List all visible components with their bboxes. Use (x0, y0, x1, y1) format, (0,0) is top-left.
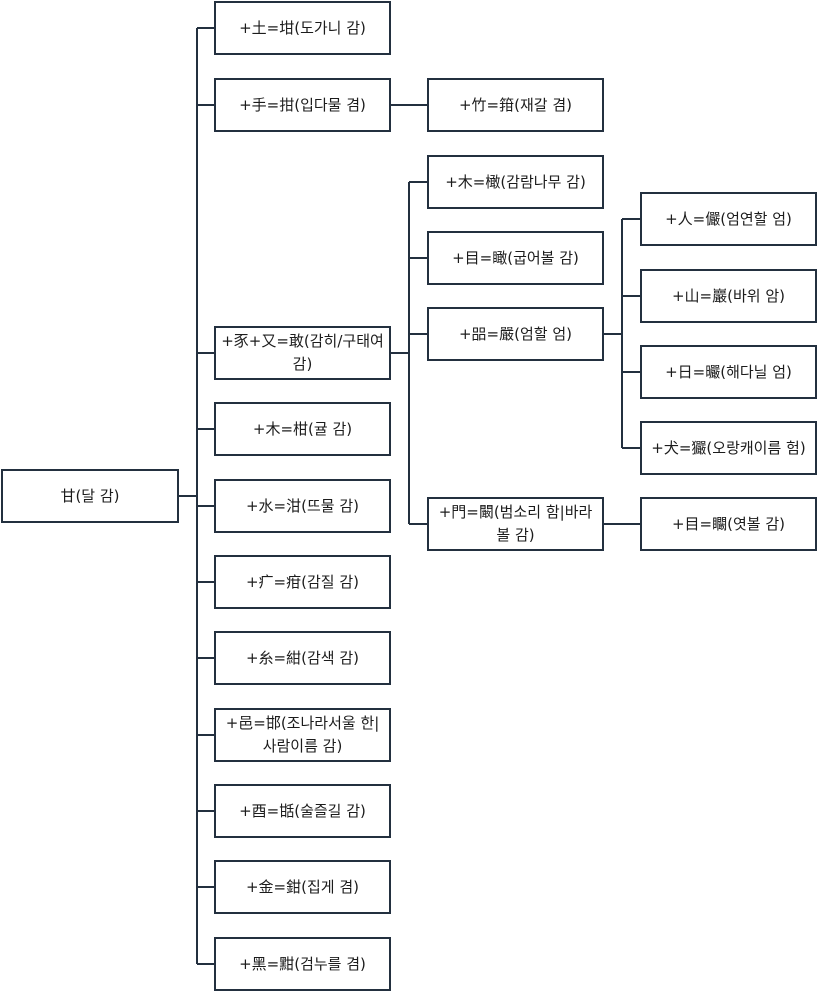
node-n2[interactable]: +手=拑(입다물 겸) (214, 78, 391, 132)
node-n3a[interactable]: +木=橄(감람나무 감) (427, 155, 604, 209)
node-n3c4[interactable]: +犬=玁(오랑캐이름 험) (640, 421, 817, 475)
node-label: +竹=箝(재갈 겸) (458, 95, 572, 114)
node-n3c2[interactable]: +山=巖(바위 암) (640, 269, 817, 323)
node-label: +犬=玁(오랑캐이름 험) (651, 438, 806, 457)
node-label: +目=矙(엿볼 감) (671, 514, 785, 533)
node-n3[interactable]: +豕+又=敢(감히/구태여 감) (214, 326, 391, 380)
node-n1[interactable]: +土=坩(도가니 감) (214, 1, 391, 55)
node-n2a[interactable]: +竹=箝(재갈 겸) (427, 78, 604, 132)
node-label: +金=鉗(집게 겸) (245, 877, 359, 896)
node-label: +人=儼(엄연할 엄) (665, 209, 792, 228)
node-n9[interactable]: +酉=甛(술즐길 감) (214, 784, 391, 838)
node-label: 甘(달 감) (60, 486, 120, 505)
node-label: +木=橄(감람나무 감) (445, 172, 586, 191)
node-label: +糸=紺(감색 감) (245, 648, 359, 667)
node-label: +豕+又=敢(감히/구태여 감) (221, 332, 384, 373)
node-n7[interactable]: +糸=紺(감색 감) (214, 631, 391, 685)
node-label: +手=拑(입다물 겸) (239, 95, 366, 114)
node-label: +日=曮(해다닐 엄) (665, 362, 792, 381)
node-n3c1[interactable]: +人=儼(엄연할 엄) (640, 192, 817, 246)
node-label: +黑=黚(검누를 겸) (239, 954, 366, 973)
node-n11[interactable]: +黑=黚(검누를 겸) (214, 937, 391, 991)
node-label: +山=巖(바위 암) (671, 286, 785, 305)
node-label: +水=泔(뜨물 감) (245, 496, 359, 515)
node-label: +疒=疳(감질 감) (245, 572, 359, 591)
node-n3d1[interactable]: +目=矙(엿볼 감) (640, 497, 817, 551)
node-n5[interactable]: +水=泔(뜨물 감) (214, 479, 391, 533)
node-label: +土=坩(도가니 감) (239, 18, 366, 37)
node-n6[interactable]: +疒=疳(감질 감) (214, 555, 391, 609)
node-n3d[interactable]: +門=闞(범소리 함|바라볼 감) (427, 497, 604, 551)
node-n8[interactable]: +邑=邯(조나라서울 한|사람이름 감) (214, 708, 391, 762)
root-node[interactable]: 甘(달 감) (1, 469, 179, 523)
node-n3b[interactable]: +目=瞰(굽어볼 감) (427, 231, 604, 285)
node-label: +酉=甛(술즐길 감) (239, 801, 366, 820)
node-label: +門=闞(범소리 함|바라볼 감) (438, 503, 593, 544)
node-label: +邑=邯(조나라서울 한|사람이름 감) (225, 714, 380, 755)
node-label: +目=瞰(굽어볼 감) (452, 248, 579, 267)
node-label: +木=柑(귤 감) (252, 419, 353, 438)
node-label: +㗊=嚴(엄할 엄) (458, 324, 572, 343)
node-n10[interactable]: +金=鉗(집게 겸) (214, 860, 391, 914)
node-n4[interactable]: +木=柑(귤 감) (214, 402, 391, 456)
node-n3c[interactable]: +㗊=嚴(엄할 엄) (427, 307, 604, 361)
node-n3c3[interactable]: +日=曮(해다닐 엄) (640, 345, 817, 399)
